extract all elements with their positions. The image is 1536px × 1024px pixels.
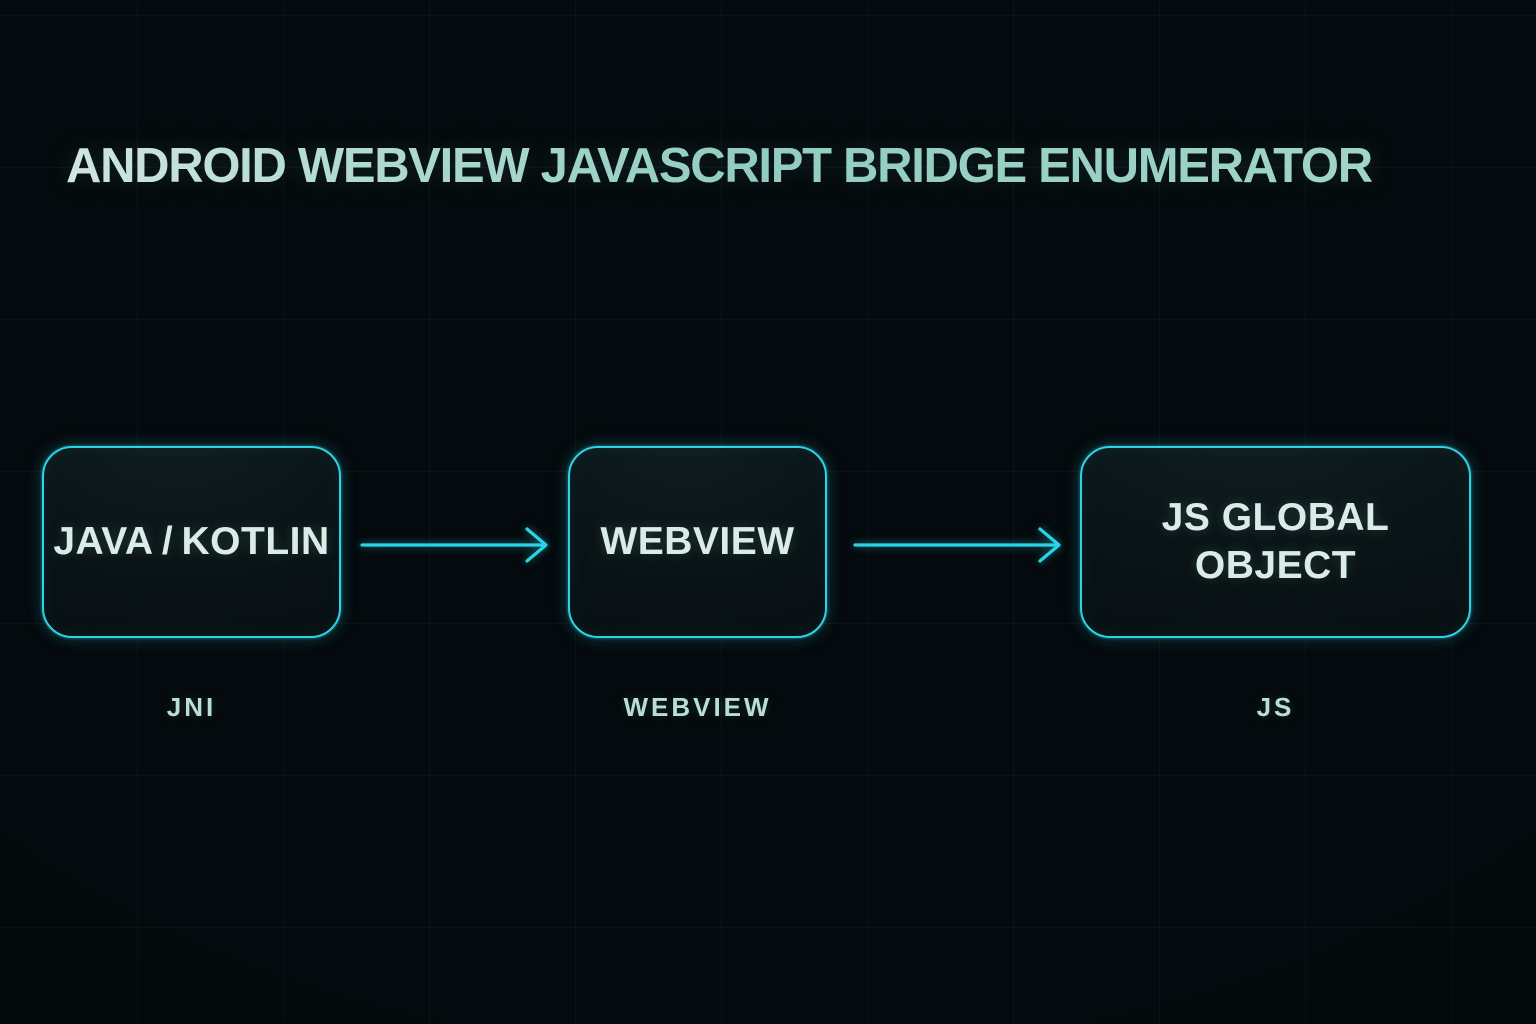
node-java-kotlin-label: JAVA / KOTLIN <box>53 520 330 564</box>
node-webview: WEBVIEW <box>568 446 827 638</box>
arrow-right-icon <box>853 527 1061 563</box>
node-js-global-object-label: JS GLOBAL OBJECT <box>1161 496 1390 587</box>
sublabel-jni: JNI <box>166 692 217 722</box>
page-title: ANDROID WEBVIEW JAVASCRIPT BRIDGE ENUMER… <box>66 139 1373 193</box>
node-js-global-object: JS GLOBAL OBJECT <box>1080 446 1471 638</box>
arrow-right-icon <box>360 527 548 563</box>
sublabel-webview: WEBVIEW <box>623 692 772 722</box>
sublabel-js: JS <box>1256 692 1295 722</box>
node-webview-label: WEBVIEW <box>600 520 795 564</box>
node-java-kotlin: JAVA / KOTLIN <box>42 446 341 638</box>
arrow-java-to-webview <box>360 523 550 567</box>
arrow-webview-to-js <box>853 523 1063 567</box>
